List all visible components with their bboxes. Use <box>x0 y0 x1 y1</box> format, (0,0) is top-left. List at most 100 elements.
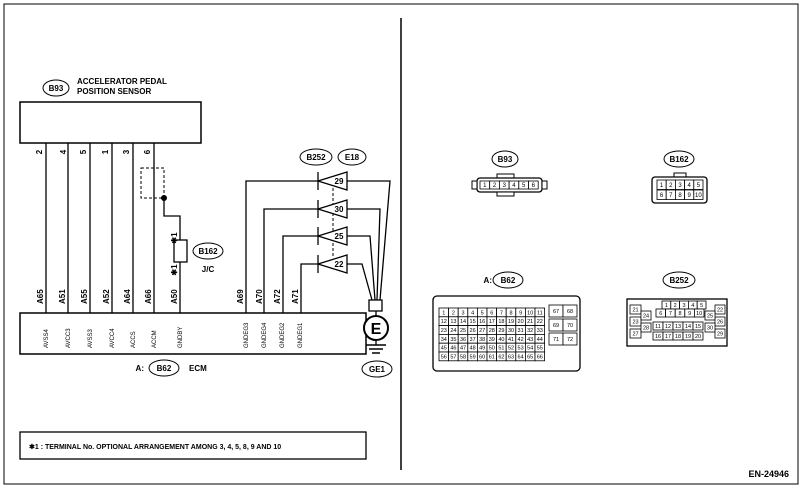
jc-marker-bottom: ✱1 <box>170 264 179 276</box>
connector-pin-number: 16 <box>479 319 485 325</box>
connector-pin-cell <box>640 310 652 321</box>
connector-b93-badge-text: B93 <box>498 155 513 164</box>
connector-pin-number: 2 <box>493 183 497 189</box>
ecm-prefix: A: <box>136 364 144 373</box>
wire-gndeg4 <box>263 208 318 313</box>
connector-b162-badge <box>663 150 695 168</box>
connector-pin-number: 45 <box>441 346 447 352</box>
connector-b93-ear-right <box>541 180 548 190</box>
ecm-terminal-name: AVCC4 <box>110 328 116 348</box>
diode-triangle <box>315 199 348 219</box>
wire-diode-out-3 <box>347 235 376 301</box>
diode-30: 30 <box>315 199 348 219</box>
connector-pin-number: 1 <box>660 183 664 189</box>
sensor-pin-label: 5 <box>79 149 88 154</box>
diode-29: 29 <box>315 171 348 191</box>
ecm-pin-label: A69 <box>236 289 245 304</box>
sensor-title-line1: ACCELERATOR PEDAL <box>77 77 167 86</box>
connector-pin-number: 22 <box>717 308 723 314</box>
connector-pin-number: 24 <box>643 314 649 320</box>
connector-b62-badge <box>492 271 524 289</box>
ecm-pin-label: A70 <box>255 289 264 304</box>
connector-pin-cell <box>714 328 726 339</box>
diode-pin-label: 30 <box>335 205 344 214</box>
connector-pin-number: 30 <box>707 326 713 332</box>
connector-pin-number: 58 <box>460 354 466 360</box>
connector-pin-number: 7 <box>500 310 503 316</box>
ecm-terminal-name: ACCS <box>131 331 137 348</box>
diode-pin-label: 25 <box>335 232 344 241</box>
connector-pin-number: 56 <box>441 354 447 360</box>
connector-pin-cell <box>704 310 716 321</box>
shield-drain-wire <box>163 198 181 240</box>
connector-pin-number: 12 <box>665 324 671 330</box>
connector-b252-badge-text: B252 <box>669 276 689 285</box>
connector-pin-number: 65 <box>527 354 533 360</box>
connector-pin-number: 69 <box>553 323 559 329</box>
ecm-pin-label: A65 <box>36 289 45 304</box>
connector-pin-number: 48 <box>470 346 476 352</box>
connector-pin-number: 25 <box>707 314 713 320</box>
connector-pin-number: 19 <box>685 334 691 340</box>
connector-pin-number: 71 <box>553 337 559 343</box>
ground-symbol: E <box>371 321 382 338</box>
connector-pin-cell <box>629 328 642 339</box>
connector-pin-cell <box>693 189 704 200</box>
connector-pin-number: 11 <box>655 324 661 330</box>
ecm-terminal-name: AVSS4 <box>44 328 50 348</box>
ground-badge-text: GE1 <box>369 365 386 374</box>
connector-pin-cell <box>714 316 726 327</box>
connector-pin-number: 23 <box>441 328 447 334</box>
ecm-pin-label: A52 <box>102 289 111 304</box>
connector-pin-number: 7 <box>669 311 672 317</box>
connector-pin-number: 6 <box>490 310 493 316</box>
sensor-title-line2: POSITION SENSOR <box>77 87 151 96</box>
ecm-terminal-name: GNDEG3 <box>244 322 250 348</box>
connector-b93-ear-left <box>471 180 478 190</box>
connector-pin-number: 9 <box>688 193 692 199</box>
connector-pin-number: 3 <box>682 303 685 309</box>
connector-pin-number: 55 <box>537 346 543 352</box>
connector-pin-number: 9 <box>688 311 691 317</box>
connector-pin-number: 8 <box>678 311 681 317</box>
wire-gndeg1 <box>300 263 318 313</box>
connector-pin-number: 35 <box>450 337 456 343</box>
connector-pin-number: 1 <box>665 303 668 309</box>
connector-pin-number: 5 <box>481 310 484 316</box>
diode-ground-network: B252 E18 29 30 25 <box>245 148 393 378</box>
connector-pin-number: 18 <box>675 334 681 340</box>
jc-badge-text: B162 <box>198 247 218 256</box>
ecm-pin-labels: A65 A51 A55 A52 A64 A66 A50 A69 A70 A72 … <box>36 289 300 304</box>
connector-pin-cell <box>528 180 539 190</box>
diode-pin-label: 29 <box>335 177 344 186</box>
ground-badge <box>361 360 393 378</box>
connector-pin-number: 6 <box>532 183 536 189</box>
connector-pin-number: 25 <box>460 328 466 334</box>
ecm-badge <box>148 359 180 377</box>
connector-pin-number: 4 <box>688 183 692 189</box>
ecm-terminal-name: GNDEG2 <box>280 322 286 348</box>
connector-pin-cell <box>694 308 705 318</box>
connector-pin-number: 2 <box>452 310 455 316</box>
ground-wires <box>245 180 391 313</box>
connector-pin-number: 44 <box>537 337 543 343</box>
connector-pin-number: 43 <box>527 337 533 343</box>
connector-pin-number: 10 <box>696 311 702 317</box>
connector-pin-number: 26 <box>717 320 723 326</box>
diode-badge-left-text: B252 <box>306 153 326 162</box>
connector-pin-number: 22 <box>537 319 543 325</box>
shield-and-joint-connector: ✱1 ✱1 B162 J/C <box>140 167 224 313</box>
connector-pin-cell <box>640 322 652 333</box>
ecm-pin-label: A50 <box>170 289 179 304</box>
connector-b62-prefix: A: <box>484 276 492 285</box>
connector-pin-cell <box>692 331 704 341</box>
connector-pin-number: 34 <box>441 337 447 343</box>
diode-pin-label: 22 <box>335 260 344 269</box>
connector-pin-number: 29 <box>498 328 504 334</box>
ecm-label: ECM <box>189 364 207 373</box>
